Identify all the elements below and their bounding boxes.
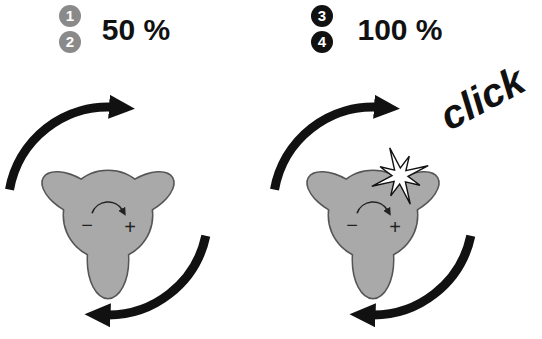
- minus-sign: −: [346, 215, 358, 235]
- callout-number: 3: [311, 5, 333, 27]
- plus-sign: +: [124, 217, 136, 237]
- knob-body: [300, 163, 445, 298]
- direction-arrow: [357, 202, 388, 213]
- knob: [10, 107, 206, 315]
- callout-number: 4: [311, 31, 333, 53]
- direction-arrow: [92, 202, 123, 213]
- knob-body: [35, 163, 180, 298]
- callout-number: 2: [59, 31, 81, 53]
- callout-number: 1: [59, 5, 81, 27]
- knob: [275, 107, 471, 315]
- knob-body: [300, 163, 445, 298]
- percentage: 50 %: [102, 15, 170, 45]
- minus-sign: −: [81, 215, 93, 235]
- knob-body: [35, 163, 180, 298]
- percentage: 100 %: [357, 15, 442, 45]
- click-burst: [372, 148, 428, 204]
- click-text: click: [433, 59, 530, 136]
- plus-sign: +: [389, 217, 401, 237]
